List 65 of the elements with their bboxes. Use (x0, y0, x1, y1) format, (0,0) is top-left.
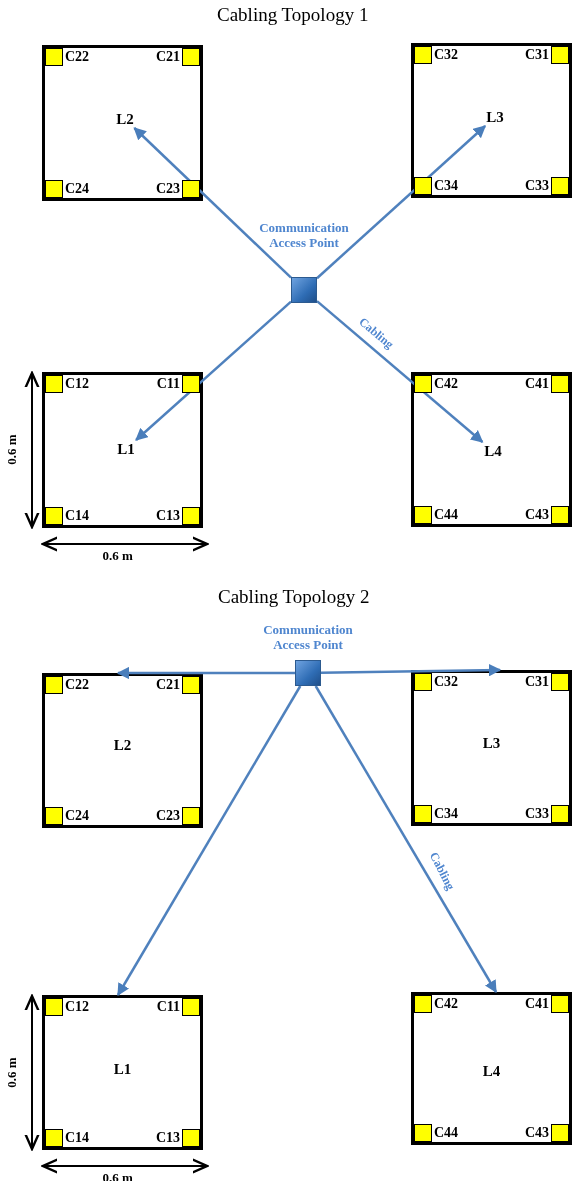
location-square (411, 992, 572, 1145)
sensor-label: C33 (524, 177, 549, 195)
sensor-label: C21 (155, 676, 180, 694)
location-label: L4 (481, 1062, 502, 1080)
sensor-label: C44 (434, 506, 459, 524)
location-square (411, 372, 572, 527)
sensor-label: C22 (65, 48, 90, 66)
sensor-label: C24 (65, 180, 90, 198)
cable-arrow (133, 127, 292, 279)
sensor-label: C31 (524, 46, 549, 64)
access-point-box (291, 277, 317, 303)
sensor-label: C14 (65, 507, 90, 525)
sensor-label: C23 (155, 807, 180, 825)
sensor-label: C24 (65, 807, 90, 825)
sensor-label: C14 (65, 1129, 90, 1147)
sensor-label: C13 (155, 507, 180, 525)
location-square (42, 673, 203, 828)
sensor-label: C44 (434, 1124, 459, 1142)
location-label: L2 (113, 110, 137, 128)
location-square (411, 670, 572, 826)
sensor-label: C34 (434, 805, 459, 823)
sensor-label: C43 (524, 1124, 549, 1142)
sensor-label: C32 (434, 673, 459, 691)
sensor-label: C42 (434, 995, 459, 1013)
dimension-label: 0.6 m (3, 1056, 19, 1088)
location-label: L1 (114, 440, 138, 458)
sensor-label: C21 (155, 48, 180, 66)
cable-arrow (116, 666, 295, 680)
sensor-label: C22 (65, 676, 90, 694)
sensor-label: C23 (155, 180, 180, 198)
sensor-label: C12 (65, 375, 90, 393)
sensor-label: C43 (524, 506, 549, 524)
dimension-label: 0.6 m (3, 434, 19, 465)
dimension-label: 0.6 m (102, 548, 133, 563)
sensor-label: C12 (65, 998, 90, 1016)
cable-arrow (135, 300, 292, 441)
cable-arrow (316, 300, 484, 443)
sensor-label: C32 (434, 46, 459, 64)
panel-title: Cabling Topology 1 (217, 4, 369, 26)
location-label: L4 (481, 442, 505, 460)
location-label: L3 (483, 108, 507, 126)
cable-arrow (314, 685, 498, 994)
sensor-label: C33 (524, 805, 549, 823)
location-label: L3 (481, 734, 502, 752)
access-point-label: Communication Access Point (262, 622, 354, 652)
sensor-label: C13 (155, 1129, 180, 1147)
location-square (42, 45, 203, 201)
sensor-label: C41 (524, 375, 549, 393)
cable-arrow (320, 663, 502, 677)
location-square (411, 43, 572, 198)
panel-title: Cabling Topology 2 (218, 586, 370, 608)
location-square (42, 372, 203, 528)
sensor-label: C11 (156, 375, 180, 393)
access-point-label: Communication Access Point (258, 220, 350, 250)
location-label: L1 (112, 1060, 133, 1078)
access-point-box (295, 660, 321, 686)
location-square (42, 995, 203, 1150)
sensor-label: C31 (524, 673, 549, 691)
sensor-label: C34 (434, 177, 459, 195)
sensor-label: C42 (434, 375, 459, 393)
cable-arrow (116, 685, 302, 997)
sensor-label: C11 (156, 998, 180, 1016)
location-label: L2 (112, 736, 133, 754)
cable-arrow (316, 125, 487, 280)
sensor-label: C41 (524, 995, 549, 1013)
